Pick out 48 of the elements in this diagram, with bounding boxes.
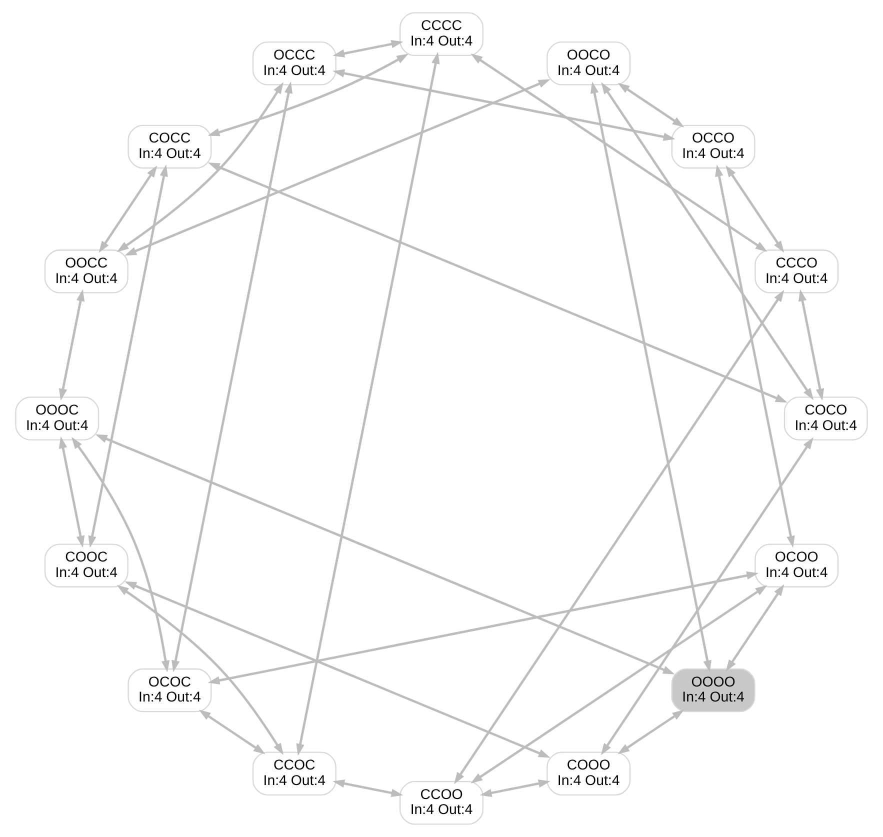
arrow bbox=[590, 81, 712, 672]
arrow bbox=[208, 162, 788, 403]
arrow bbox=[88, 164, 168, 548]
arrow bbox=[618, 710, 684, 754]
arrow bbox=[172, 81, 293, 672]
node-box: CCOC In:4 Out:4 bbox=[252, 752, 336, 796]
arrow bbox=[98, 165, 158, 253]
node-box: OCOC In:4 Out:4 bbox=[128, 668, 212, 712]
arrow bbox=[470, 585, 768, 784]
arrow bbox=[116, 82, 284, 252]
arrow bbox=[124, 581, 550, 758]
arrow bbox=[332, 69, 676, 141]
node-box: COOC In:4 Out:4 bbox=[44, 544, 128, 588]
node-box: CCOO In:4 Out:4 bbox=[400, 780, 484, 825]
arrow bbox=[480, 779, 550, 797]
node-box: COCC In:4 Out:4 bbox=[128, 124, 212, 169]
arrow bbox=[726, 584, 784, 672]
node-box: OOOO In:4 Out:4 bbox=[671, 668, 756, 712]
arrow bbox=[726, 165, 784, 253]
arrow bbox=[332, 40, 404, 58]
arrow bbox=[58, 289, 85, 401]
node-box: OOOC In:4 Out:4 bbox=[15, 396, 100, 440]
arrow bbox=[208, 571, 759, 684]
arrow bbox=[72, 437, 170, 672]
node-box: CCCO In:4 Out:4 bbox=[754, 250, 839, 294]
arrow bbox=[116, 585, 284, 755]
node-box: OCCC In:4 Out:4 bbox=[252, 42, 336, 86]
arrow bbox=[454, 290, 784, 784]
arrow bbox=[95, 434, 675, 674]
arrow bbox=[601, 82, 814, 400]
arrow bbox=[296, 52, 440, 756]
node-box: COCO In:4 Out:4 bbox=[784, 396, 868, 440]
arrow bbox=[208, 54, 408, 136]
arrow bbox=[332, 779, 404, 797]
node-box: CCCC In:4 Out:4 bbox=[400, 12, 484, 56]
arrow bbox=[124, 79, 550, 256]
arrow bbox=[58, 436, 85, 548]
arrow bbox=[198, 710, 266, 754]
arrow bbox=[798, 289, 824, 401]
node-box: OCOO In:4 Out:4 bbox=[754, 544, 839, 588]
node-box: COOO In:4 Out:4 bbox=[546, 752, 631, 796]
node-box: OOCC In:4 Out:4 bbox=[44, 250, 128, 294]
arrow bbox=[618, 82, 684, 128]
arrow bbox=[470, 54, 768, 252]
arrow bbox=[600, 437, 814, 756]
arrow bbox=[715, 164, 795, 548]
node-box: OOCO In:4 Out:4 bbox=[546, 42, 631, 86]
node-box: OCCO In:4 Out:4 bbox=[671, 124, 756, 169]
